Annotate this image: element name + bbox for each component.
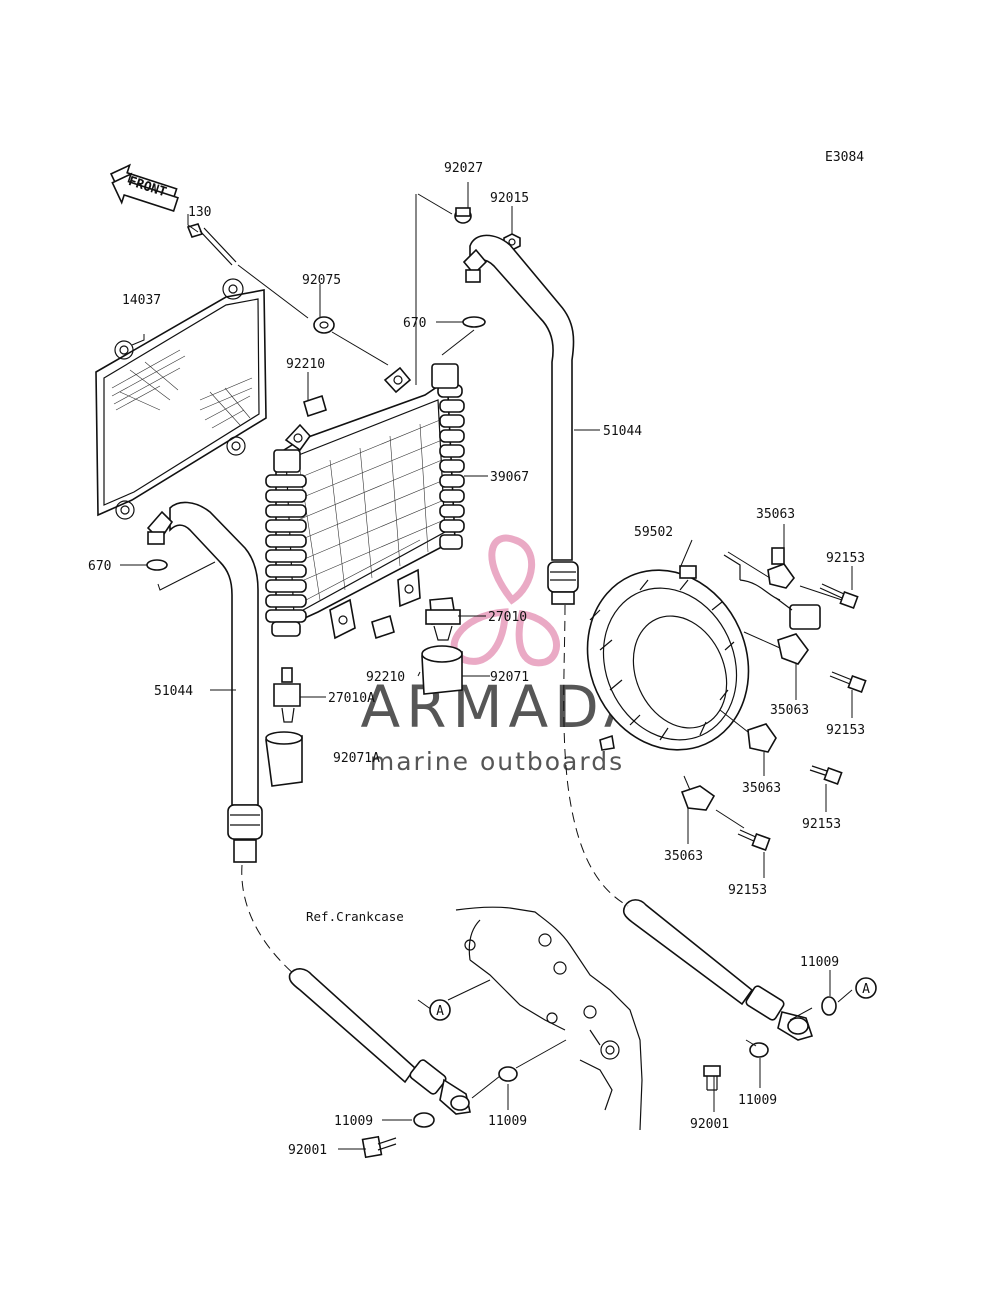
grommet-92075 [313, 316, 335, 334]
callout-59502: 59502 [634, 525, 673, 540]
propeller-blade-right [515, 610, 560, 667]
callout-92071A: 92071A [333, 751, 380, 766]
clamp-35063-c [747, 723, 777, 753]
callout-11009-l1: 11009 [334, 1114, 373, 1129]
marker-A-right: A [855, 977, 877, 999]
callout-92001-right: 92001 [690, 1117, 729, 1132]
clamp-35063-d [680, 785, 716, 811]
washer-11009-l1 [413, 1112, 435, 1128]
bolt-92153-b [829, 671, 867, 694]
propeller-blade-left [450, 608, 509, 665]
bolt-92153-c [809, 765, 843, 786]
bolt-92153-a [819, 583, 859, 610]
front-arrow: FRONT [109, 163, 179, 213]
callout-670-top: 670 [403, 316, 426, 331]
callout-92071: 92071 [490, 670, 529, 685]
lower-hose-left [288, 968, 471, 1115]
clip-92210-top [303, 394, 327, 418]
callout-11009-r2: 11009 [738, 1093, 777, 1108]
cooler-fins-right [431, 363, 465, 550]
guard-mesh [111, 349, 253, 429]
cap-92071A [265, 731, 303, 787]
callout-35063-c: 35063 [742, 781, 781, 796]
cooler-fins-left [265, 449, 307, 637]
callout-670-left: 670 [88, 559, 111, 574]
callout-92153-d: 92153 [728, 883, 767, 898]
bolt-92001-right [703, 1065, 721, 1091]
diagram-code: E3084 [825, 150, 864, 165]
clamp-35063-a [767, 547, 796, 589]
callout-92075: 92075 [302, 273, 341, 288]
propeller-blade-top [488, 534, 535, 605]
svg-text:A: A [862, 982, 870, 997]
callout-labels: 130 14037 92075 92027 92015 670 92210 51… [88, 161, 865, 1158]
washer-11009-r2 [749, 1042, 769, 1058]
callout-92153-c: 92153 [802, 817, 841, 832]
callout-92001-left: 92001 [288, 1143, 327, 1158]
callout-35063-a: 35063 [756, 507, 795, 522]
washer-11009-r1 [821, 996, 837, 1016]
callout-27010: 27010 [488, 610, 527, 625]
propeller-logo [450, 534, 560, 667]
callout-92153-b: 92153 [826, 723, 865, 738]
watermark-tagline: marine outboards [370, 747, 624, 776]
fan-shroud [586, 554, 821, 751]
cap-92071 [421, 645, 463, 695]
callout-39067: 39067 [490, 470, 529, 485]
o-ring-670-left [146, 559, 168, 571]
leader-lines [120, 182, 853, 1150]
callout-130: 130 [188, 205, 211, 220]
callout-51044-right: 51044 [603, 424, 642, 439]
svg-text:A: A [436, 1004, 444, 1019]
callout-51044-left: 51044 [154, 684, 193, 699]
callout-92015: 92015 [490, 191, 529, 206]
callout-14037: 14037 [122, 293, 161, 308]
callout-92210-top: 92210 [286, 357, 325, 372]
switch-27010A [273, 667, 301, 723]
ref-crankcase: Ref.Crankcase [306, 909, 404, 924]
cap-92027 [454, 207, 472, 224]
bolt-92001-left [361, 1135, 397, 1159]
callout-92027: 92027 [444, 161, 483, 176]
callout-27010A: 27010A [328, 691, 375, 706]
o-ring-670-top [462, 316, 486, 328]
callout-35063-b: 35063 [770, 703, 809, 718]
crankcase-outline [455, 906, 643, 1131]
marker-A-left: A [429, 999, 451, 1021]
clip-92210-bottom [371, 614, 395, 640]
oil-cooler [265, 363, 465, 640]
callout-35063-d: 35063 [664, 849, 703, 864]
switch-27010 [425, 597, 461, 641]
washer-11009-l2 [498, 1066, 518, 1082]
bolt-92153-d [737, 829, 771, 852]
radiator-guard [95, 278, 267, 520]
callout-11009-l2: 11009 [488, 1114, 527, 1129]
cooler-core [293, 419, 445, 601]
clamp-35063-b [777, 633, 809, 665]
oil-hose-left [146, 501, 263, 863]
lower-hose-right [622, 899, 814, 1041]
flow-lines [241, 604, 629, 976]
callout-92210-mid: 92210 [366, 670, 405, 685]
callout-92153-a: 92153 [826, 551, 865, 566]
oil-hose-right [462, 234, 579, 605]
callout-11009-r1: 11009 [800, 955, 839, 970]
